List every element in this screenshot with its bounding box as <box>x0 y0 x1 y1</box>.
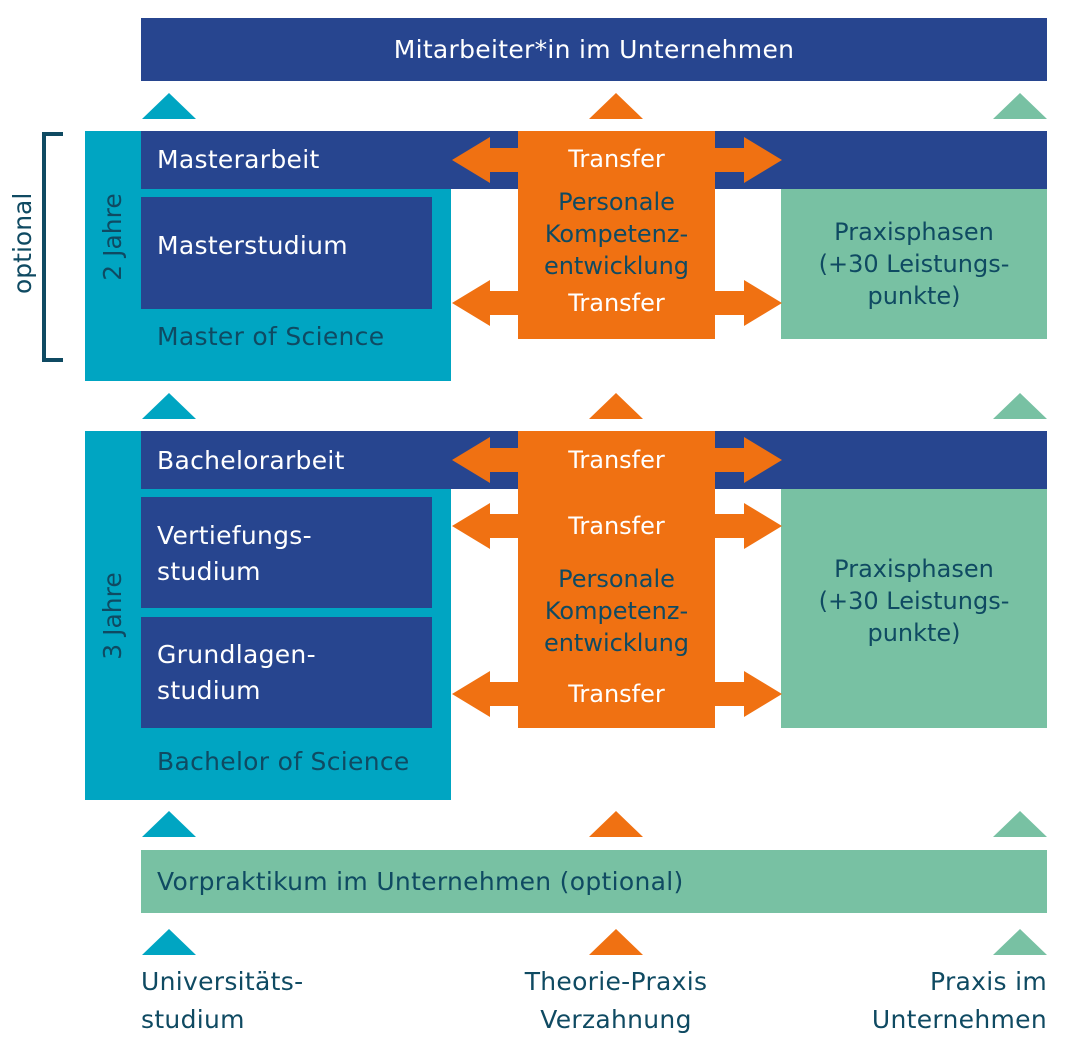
legend-uni-line-1: Universitäts- <box>141 967 304 996</box>
bachelor-years: 3 Jahre <box>98 572 127 660</box>
up-arrow-practice-1 <box>993 93 1047 119</box>
bachelor-degree-label: Bachelor of Science <box>157 747 410 776</box>
bachelor-basic-line-1: Grundlagen- <box>157 640 316 669</box>
up-arrow-practice-2 <box>993 393 1047 419</box>
legend-practice-line-2: Unternehmen <box>871 1005 1047 1034</box>
bachelor-personal-line-1: Personale <box>558 565 675 593</box>
legend-theory: Theorie-Praxis Verzahnung <box>496 963 736 1039</box>
up-arrow-practice-3 <box>993 811 1047 837</box>
bachelor-practice-line-3: punkte) <box>867 619 961 647</box>
master-study-label: Masterstudium <box>157 231 348 260</box>
optional-bracket <box>42 132 63 362</box>
bachelor-personal-column <box>518 431 715 728</box>
up-arrow-uni-3 <box>142 811 196 837</box>
bachelor-practice-line-2: (+30 Leistungs- <box>818 587 1010 615</box>
master-transfer-label-bottom: Transfer <box>568 289 665 317</box>
master-personal-text: Personale Kompetenz- entwicklung <box>518 185 715 283</box>
bachelor-thesis-label: Bachelorarbeit <box>157 446 345 475</box>
legend-theory-line-1: Theorie-Praxis <box>524 967 708 996</box>
master-practice-line-3: punkte) <box>867 282 961 310</box>
bachelor-transfer-arrow-2 <box>452 503 782 549</box>
legend-practice-line-1: Praxis im <box>930 967 1047 996</box>
legend-theory-line-2: Verzahnung <box>540 1005 692 1034</box>
bachelor-block <box>85 431 451 800</box>
bachelor-deep-line-2: studium <box>157 557 261 586</box>
master-personal-line-2: Kompetenz- <box>544 220 689 248</box>
up-arrow-theory-2 <box>589 393 643 419</box>
up-arrow-practice-4 <box>993 929 1047 955</box>
bachelor-transfer-arrow-3 <box>452 671 782 717</box>
bachelor-basic-study-text: Grundlagen- studium <box>157 637 316 709</box>
master-transfer-label-top: Transfer <box>568 145 665 173</box>
legend-practice: Praxis im Unternehmen <box>807 963 1047 1039</box>
optional-label: optional <box>8 192 37 294</box>
master-years: 2 Jahre <box>98 193 127 281</box>
master-practice-line-1: Praxisphasen <box>834 218 994 246</box>
legend-uni: Universitäts- studium <box>141 963 303 1039</box>
master-personal-line-3: entwicklung <box>543 252 690 280</box>
bachelor-practice-box: Praxisphasen (+30 Leistungs- punkte) <box>781 489 1047 728</box>
bachelor-basic-study-box <box>141 617 432 728</box>
bachelor-transfer-label-2: Transfer <box>568 512 665 540</box>
master-degree-label: Master of Science <box>157 322 385 351</box>
master-transfer-arrow-bottom <box>452 280 782 326</box>
up-arrow-uni-4 <box>142 929 196 955</box>
bachelor-personal-line-3: entwicklung <box>543 629 690 657</box>
bachelor-transfer-arrow-1 <box>452 437 782 483</box>
up-arrow-uni-2 <box>142 393 196 419</box>
bachelor-deep-study-text: Vertiefungs- studium <box>157 518 312 590</box>
up-arrow-uni-1 <box>142 93 196 119</box>
master-thesis-label: Masterarbeit <box>157 145 320 174</box>
bachelor-transfer-label-3: Transfer <box>568 680 665 708</box>
master-practice-box: Praxisphasen (+30 Leistungs- punkte) <box>781 189 1047 339</box>
master-personal-line-1: Personale <box>558 188 675 216</box>
master-practice-line-2: (+30 Leistungs- <box>818 250 1010 278</box>
bachelor-practice-line-1: Praxisphasen <box>834 555 994 583</box>
master-transfer-arrow-top <box>452 137 782 183</box>
bachelor-deep-line-1: Vertiefungs- <box>157 521 312 550</box>
legend-uni-line-2: studium <box>141 1005 245 1034</box>
bachelor-basic-line-2: studium <box>157 676 261 705</box>
pre-internship-bar <box>141 850 1047 913</box>
master-study-box <box>141 197 432 309</box>
bachelor-transfer-label-1: Transfer <box>568 446 665 474</box>
up-arrow-theory-4 <box>589 929 643 955</box>
up-arrow-theory-3 <box>589 811 643 837</box>
pre-internship-label: Vorpraktikum im Unternehmen (optional) <box>157 867 684 896</box>
bachelor-personal-text: Personale Kompetenz- entwicklung <box>518 562 715 660</box>
employee-bar: Mitarbeiter*in im Unternehmen <box>141 18 1047 81</box>
bachelor-deep-study-box <box>141 497 432 608</box>
up-arrow-theory-1 <box>589 93 643 119</box>
bachelor-personal-line-2: Kompetenz- <box>544 597 689 625</box>
employee-bar-label: Mitarbeiter*in im Unternehmen <box>393 34 795 64</box>
